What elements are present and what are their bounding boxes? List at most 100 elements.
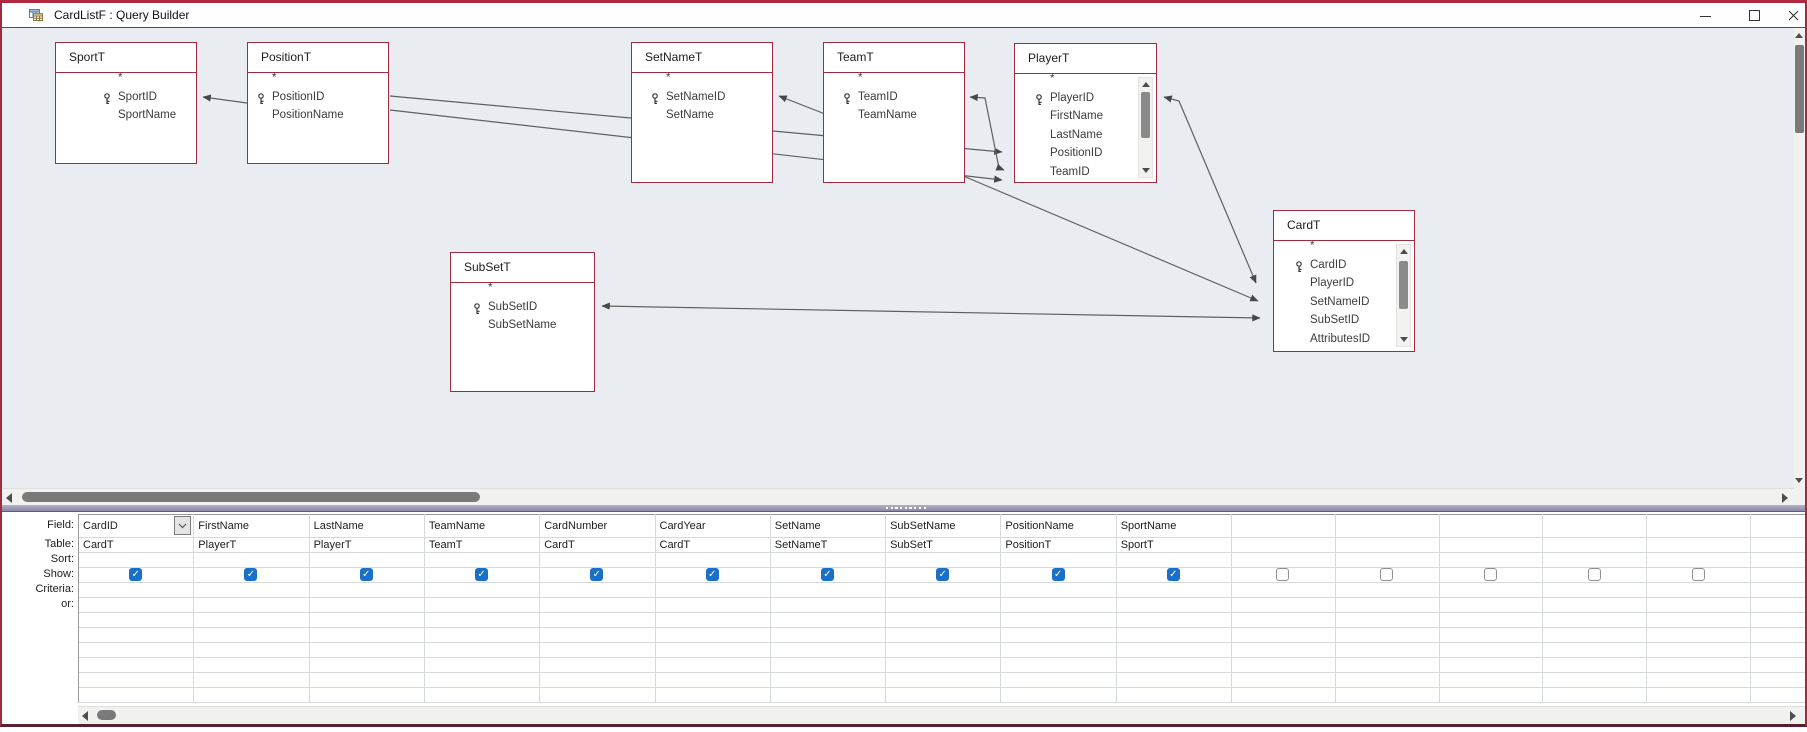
table-field-FirstName[interactable]: FirstName: [1050, 110, 1104, 122]
table-field-PlayerID[interactable]: PlayerID: [1310, 277, 1355, 289]
title-bar[interactable]: CardListF : Query Builder: [2, 3, 1805, 28]
join-line-SportT-PositionT[interactable]: [202, 94, 248, 104]
show-checkbox[interactable]: ✓: [590, 568, 604, 581]
table-field-AttributesID[interactable]: AttributesID: [1310, 332, 1371, 345]
table-scroll-thumb[interactable]: [1399, 261, 1408, 309]
table-field-asterisk[interactable]: *: [272, 72, 277, 84]
table-scrollbar[interactable]: [1138, 77, 1153, 178]
grid-cell-field[interactable]: SetName: [774, 520, 821, 532]
table-field-CardID[interactable]: CardID: [1310, 258, 1347, 271]
diagram-vscroll-thumb[interactable]: [1795, 45, 1804, 133]
grid-hscroll-thumb[interactable]: [97, 710, 116, 720]
table-field-PositionID[interactable]: PositionID: [1050, 147, 1103, 159]
table-scroll-down-icon[interactable]: [1399, 337, 1408, 342]
minimize-button[interactable]: [1689, 3, 1723, 27]
grid-scroll-right-icon[interactable]: [1790, 711, 1796, 721]
table-field-LastName[interactable]: LastName: [1050, 128, 1103, 141]
table-field-SubSetID[interactable]: SubSetID: [488, 300, 538, 313]
show-checkbox[interactable]: ✓: [359, 568, 373, 581]
table-field-asterisk[interactable]: *: [1310, 240, 1315, 252]
grid-cell-table[interactable]: PlayerT: [198, 539, 237, 551]
table-field-SportName[interactable]: SportName: [118, 109, 177, 121]
table-field-asterisk[interactable]: *: [488, 282, 493, 294]
join-line-SubSetT-CardT[interactable]: [601, 302, 1261, 322]
grid-cell-table[interactable]: SubSetT: [890, 539, 933, 551]
grid-cell-field[interactable]: SubSetName: [890, 520, 956, 532]
join-line-PlayerT-CardT[interactable]: [1163, 95, 1257, 284]
show-checkbox[interactable]: [1380, 568, 1394, 581]
show-checkbox[interactable]: ✓: [705, 568, 719, 581]
table-field-SubSetName[interactable]: SubSetName: [488, 319, 557, 331]
grid-cell-table[interactable]: CardT: [83, 539, 114, 551]
table-scroll-thumb[interactable]: [1141, 92, 1150, 138]
close-button[interactable]: [1777, 3, 1807, 27]
table-field-TeamName[interactable]: TeamName: [858, 109, 917, 121]
grid-cell-field[interactable]: TeamName: [428, 520, 486, 532]
table-field-SportID[interactable]: SportID: [118, 90, 157, 103]
grid-cell-field[interactable]: SportName: [1120, 520, 1177, 532]
grid-cell-field[interactable]: LastName: [313, 520, 364, 532]
diagram-hscrollbar[interactable]: [2, 488, 1794, 506]
show-checkbox[interactable]: ✓: [244, 568, 258, 581]
show-checkbox[interactable]: [1276, 568, 1290, 581]
diagram-vscrollbar[interactable]: [1794, 28, 1805, 488]
maximize-button[interactable]: [1737, 3, 1771, 27]
grid-cell-field[interactable]: CardYear: [659, 520, 706, 532]
grid-cell-table[interactable]: SetNameT: [774, 539, 828, 551]
table-field-SetNameID[interactable]: SetNameID: [1310, 295, 1370, 308]
table-field-SetNameID[interactable]: SetNameID: [666, 90, 726, 103]
show-checkbox[interactable]: [1587, 568, 1601, 581]
table-field-SubSetID[interactable]: SubSetID: [1310, 314, 1360, 326]
table-field-PlayerID[interactable]: PlayerID: [1050, 91, 1095, 104]
diagram-hscroll-thumb[interactable]: [22, 492, 480, 502]
grid-cell-table[interactable]: PlayerT: [313, 539, 352, 551]
grid-cell-table[interactable]: CardT: [659, 539, 691, 551]
table-field-asterisk[interactable]: *: [858, 72, 863, 84]
join-line-TeamT-PlayerT[interactable]: [969, 93, 1005, 171]
scroll-down-icon[interactable]: [1795, 478, 1803, 483]
table-scroll-up-icon[interactable]: [1141, 82, 1150, 87]
scroll-up-icon[interactable]: [1795, 33, 1803, 38]
grid-cell-field[interactable]: FirstName: [198, 520, 250, 532]
table-field-asterisk[interactable]: *: [666, 72, 671, 84]
table-scroll-down-icon[interactable]: [1141, 168, 1150, 173]
grid-cell-table[interactable]: SportT: [1120, 539, 1154, 551]
grid-cell-table[interactable]: CardT: [544, 539, 575, 551]
show-checkbox[interactable]: ✓: [475, 568, 489, 581]
pane-splitter[interactable]: [2, 505, 1805, 512]
show-checkbox[interactable]: ✓: [936, 568, 950, 581]
table-field-PositionID[interactable]: PositionID: [272, 90, 325, 103]
table-field-TeamID[interactable]: TeamID: [1050, 165, 1090, 178]
table-field-asterisk[interactable]: *: [118, 72, 123, 84]
grid-cell-field[interactable]: CardID: [83, 520, 118, 532]
show-checkbox[interactable]: [1691, 568, 1705, 581]
grid-cell-field[interactable]: PositionName: [1005, 520, 1074, 532]
scroll-left-icon[interactable]: [6, 493, 12, 503]
field-dropdown-button[interactable]: [174, 516, 192, 535]
show-checkbox[interactable]: ✓: [129, 568, 143, 581]
show-checkbox[interactable]: [1484, 568, 1497, 581]
splitter-grip-icon[interactable]: [886, 507, 926, 510]
show-checkbox[interactable]: ✓: [820, 568, 834, 581]
scroll-right-icon[interactable]: [1782, 493, 1788, 503]
grid-scroll-left-icon[interactable]: [82, 711, 88, 721]
table-field-asterisk[interactable]: *: [1050, 73, 1055, 85]
table-field-PositionName[interactable]: PositionName: [272, 109, 344, 121]
grid-cell-table[interactable]: PositionT: [1005, 539, 1052, 551]
table-scrollbar[interactable]: [1396, 244, 1411, 347]
table-field-SetName[interactable]: SetName: [666, 109, 714, 121]
table-field-TeamID[interactable]: TeamID: [858, 90, 898, 103]
show-checkbox[interactable]: ✓: [1051, 568, 1065, 581]
grid-hscrollbar[interactable]: [78, 706, 1805, 724]
show-checkbox[interactable]: ✓: [1166, 568, 1180, 581]
grid-cell-table[interactable]: TeamT: [428, 539, 463, 551]
table-scroll-up-icon[interactable]: [1399, 249, 1408, 254]
grid-cell-field[interactable]: CardNumber: [544, 520, 608, 532]
